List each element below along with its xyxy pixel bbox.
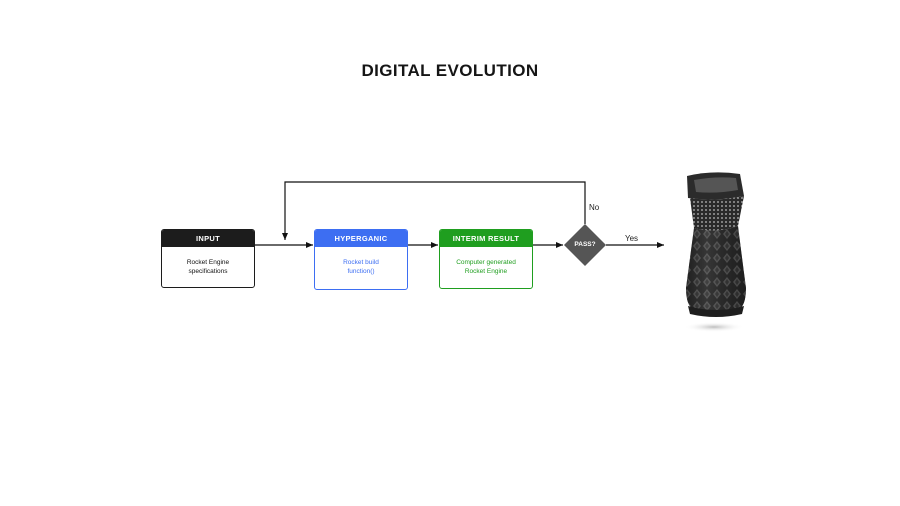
decision-label: PASS? bbox=[574, 241, 596, 248]
arrow-no-loop-back bbox=[282, 181, 586, 240]
node-interim-body: Computer generated Rocket Engine bbox=[456, 259, 516, 275]
node-hyperganic-body: Rocket build function() bbox=[343, 259, 379, 275]
node-interim-header: INTERIM RESULT bbox=[440, 230, 532, 247]
node-hyperganic-header: HYPERGANIC bbox=[315, 230, 407, 247]
node-input: INPUT Rocket Engine specifications bbox=[161, 229, 255, 288]
edge-label-yes: Yes bbox=[625, 234, 639, 243]
diagram-title: DIGITAL EVOLUTION bbox=[361, 61, 539, 80]
node-interim-result: INTERIM RESULT Computer generated Rocket… bbox=[439, 229, 533, 289]
node-input-body: Rocket Engine specifications bbox=[186, 259, 230, 275]
node-hyperganic: HYPERGANIC Rocket build function() bbox=[314, 229, 408, 290]
edge-label-no: No bbox=[589, 203, 600, 212]
node-input-header: INPUT bbox=[162, 230, 254, 247]
rocket-engine-icon bbox=[684, 172, 746, 332]
decision-diamond bbox=[564, 224, 606, 266]
